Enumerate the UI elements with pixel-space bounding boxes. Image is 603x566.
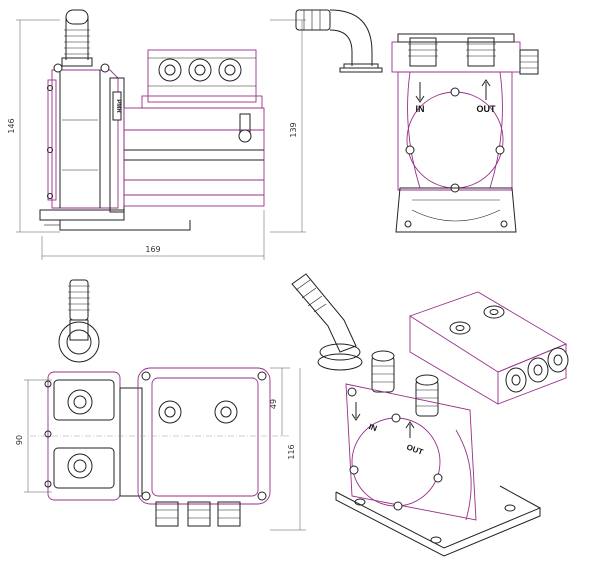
iso-out-label: OUT — [405, 443, 424, 457]
hose-fitting-view — [58, 279, 100, 363]
iso-pump-head: IN OUT — [345, 383, 477, 521]
dim-top-box-width: 49 — [269, 399, 278, 409]
top-pump-head — [44, 371, 121, 501]
side-motor — [123, 107, 265, 207]
top-view: 90 49 116 — [15, 367, 306, 531]
iso-inlet-barbs — [371, 350, 439, 417]
front-view: IN OUT — [391, 33, 539, 233]
iso-elbow-hose — [291, 273, 363, 371]
iso-in-label: IN — [368, 422, 379, 433]
side-pump-head — [47, 63, 119, 209]
top-cable-glands — [155, 501, 241, 527]
side-view: PMR 146 13 — [7, 9, 306, 260]
side-dimensions: 146 139 169 — [7, 19, 306, 260]
iso-base-plate — [335, 485, 542, 557]
side-junction-box — [141, 49, 263, 109]
dim-side-height: 146 — [7, 118, 16, 133]
dim-top-overall: 116 — [287, 444, 296, 459]
front-in-arrow-icon — [415, 82, 425, 103]
side-hose-barb — [61, 9, 93, 67]
dim-side-width: 169 — [145, 245, 160, 254]
side-nameplate-text: PMR — [115, 99, 121, 113]
front-out-label: OUT — [477, 104, 497, 114]
side-bracket: PMR — [39, 77, 191, 231]
front-inlet-barbs — [408, 37, 496, 67]
isometric-view: IN OUT — [291, 273, 569, 557]
dim-top-depth: 90 — [15, 435, 24, 445]
iso-in-arrow-icon — [351, 402, 361, 421]
iso-cable-glands — [505, 347, 569, 393]
front-in-label: IN — [416, 104, 425, 114]
front-base — [395, 187, 517, 233]
iso-out-arrow-icon — [405, 421, 415, 438]
front-out-arrow-icon — [481, 79, 491, 100]
elbow-fitting-view — [295, 9, 383, 73]
dim-side-motor-height: 139 — [289, 122, 298, 137]
top-dimensions: 90 49 116 — [15, 367, 306, 531]
